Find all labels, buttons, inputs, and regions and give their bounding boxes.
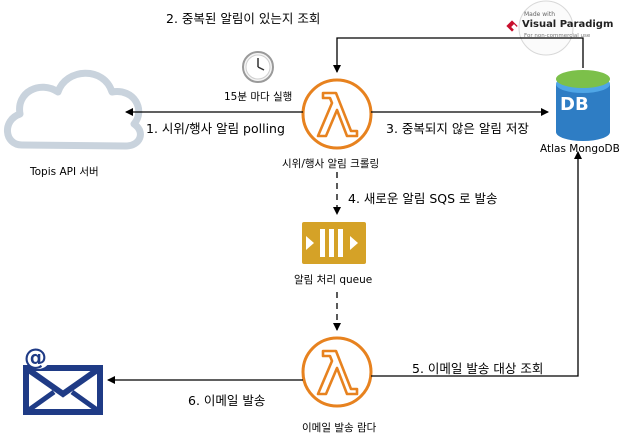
sqs-queue-icon bbox=[302, 222, 366, 264]
lambda-mailer-icon bbox=[301, 336, 373, 408]
step-3-label: 3. 중복되지 않은 알림 저장 bbox=[386, 121, 529, 136]
at-sign-icon: @ bbox=[24, 345, 47, 371]
step-6-label: 6. 이메일 발송 bbox=[188, 393, 266, 408]
step-4-label: 4. 새로운 알림 SQS 로 발송 bbox=[348, 191, 498, 206]
clock-icon bbox=[242, 51, 274, 83]
arrow-duplicate-check bbox=[333, 37, 584, 73]
crawler-label: 시위/행사 알림 크롤링 bbox=[282, 158, 380, 170]
step-2-label: 2. 중복된 알림이 있는지 조회 bbox=[166, 11, 321, 26]
arrow-fetch-targets bbox=[371, 151, 582, 377]
mailer-label: 이메일 발송 람다 bbox=[302, 422, 377, 434]
watermark-note: For non-commercial use bbox=[524, 33, 591, 39]
watermark-brand: Visual Paradigm bbox=[522, 19, 614, 30]
queue-label: 알림 처리 queue bbox=[294, 274, 373, 286]
watermark-made-with: Made with bbox=[524, 11, 555, 18]
step-1-label: 1. 시위/행사 알림 polling bbox=[146, 121, 285, 136]
db-label: Atlas MongoDB bbox=[540, 143, 620, 155]
database-icon bbox=[556, 70, 610, 141]
schedule-label: 15분 마다 실행 bbox=[224, 91, 293, 103]
db-badge-text: DB bbox=[560, 94, 589, 115]
cloud-icon bbox=[4, 69, 144, 150]
topis-label: Topis API 서버 bbox=[30, 166, 99, 178]
step-5-label: 5. 이메일 발송 대상 조회 bbox=[412, 361, 544, 376]
lambda-crawler-icon bbox=[301, 78, 373, 150]
email-icon bbox=[23, 343, 103, 415]
